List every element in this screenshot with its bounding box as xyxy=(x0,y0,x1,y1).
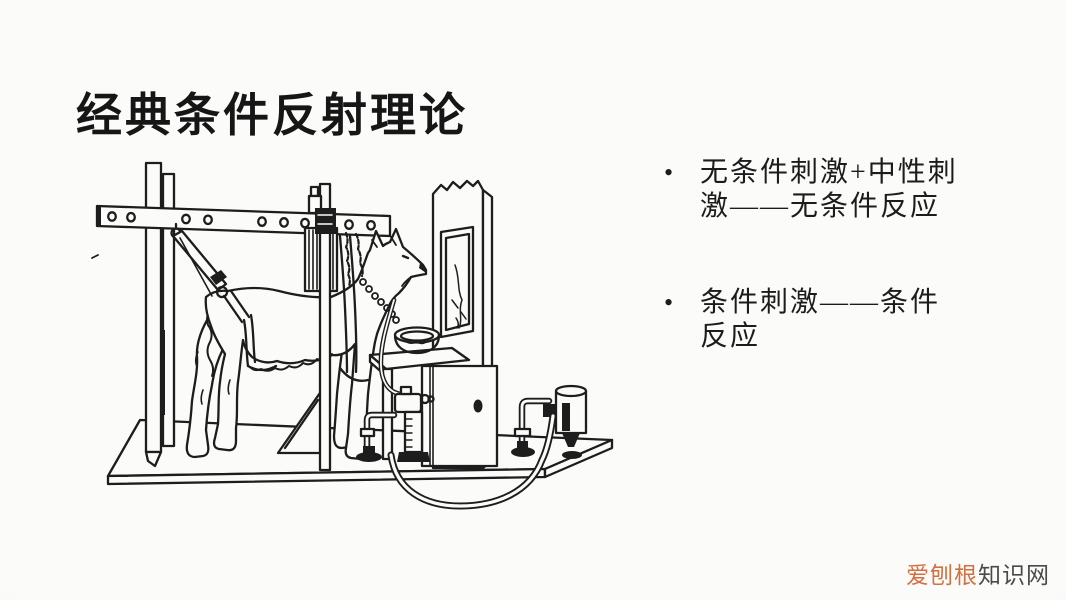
list-item: • 无条件刺激+中性刺 激——无条件反应 xyxy=(650,156,1015,224)
slide-title: 经典条件反射理论 xyxy=(76,89,468,141)
saliva-tube xyxy=(378,297,404,397)
food-table xyxy=(368,326,499,468)
harness-straps xyxy=(170,222,370,382)
site-watermark: 爱刨根知识网 xyxy=(906,556,1050,590)
bullet-dot: • xyxy=(664,288,674,317)
triangle-brace xyxy=(276,388,324,455)
u-tube xyxy=(387,412,557,510)
hanging-chains xyxy=(344,231,364,288)
collection-apparatus-left xyxy=(356,385,435,462)
bullet-text: 无条件刺激+中性刺 激——无条件反应 xyxy=(700,157,958,222)
left-stand-planks xyxy=(144,161,176,468)
bullet-text: 条件刺激——条件 反应 xyxy=(700,287,941,352)
middle-post xyxy=(307,182,336,472)
watermark-brand: 爱刨根 xyxy=(906,562,978,588)
top-rail xyxy=(95,204,392,238)
pavlov-apparatus-illustration xyxy=(91,161,614,510)
watermark-site: 知识网 xyxy=(978,562,1050,588)
list-item: • 条件刺激——条件 反应 xyxy=(650,286,1015,354)
bullet-list: • 无条件刺激+中性刺 激——无条件反应 • 条件刺激——条件 反应 xyxy=(650,156,1015,416)
bullet-dot: • xyxy=(664,158,674,187)
